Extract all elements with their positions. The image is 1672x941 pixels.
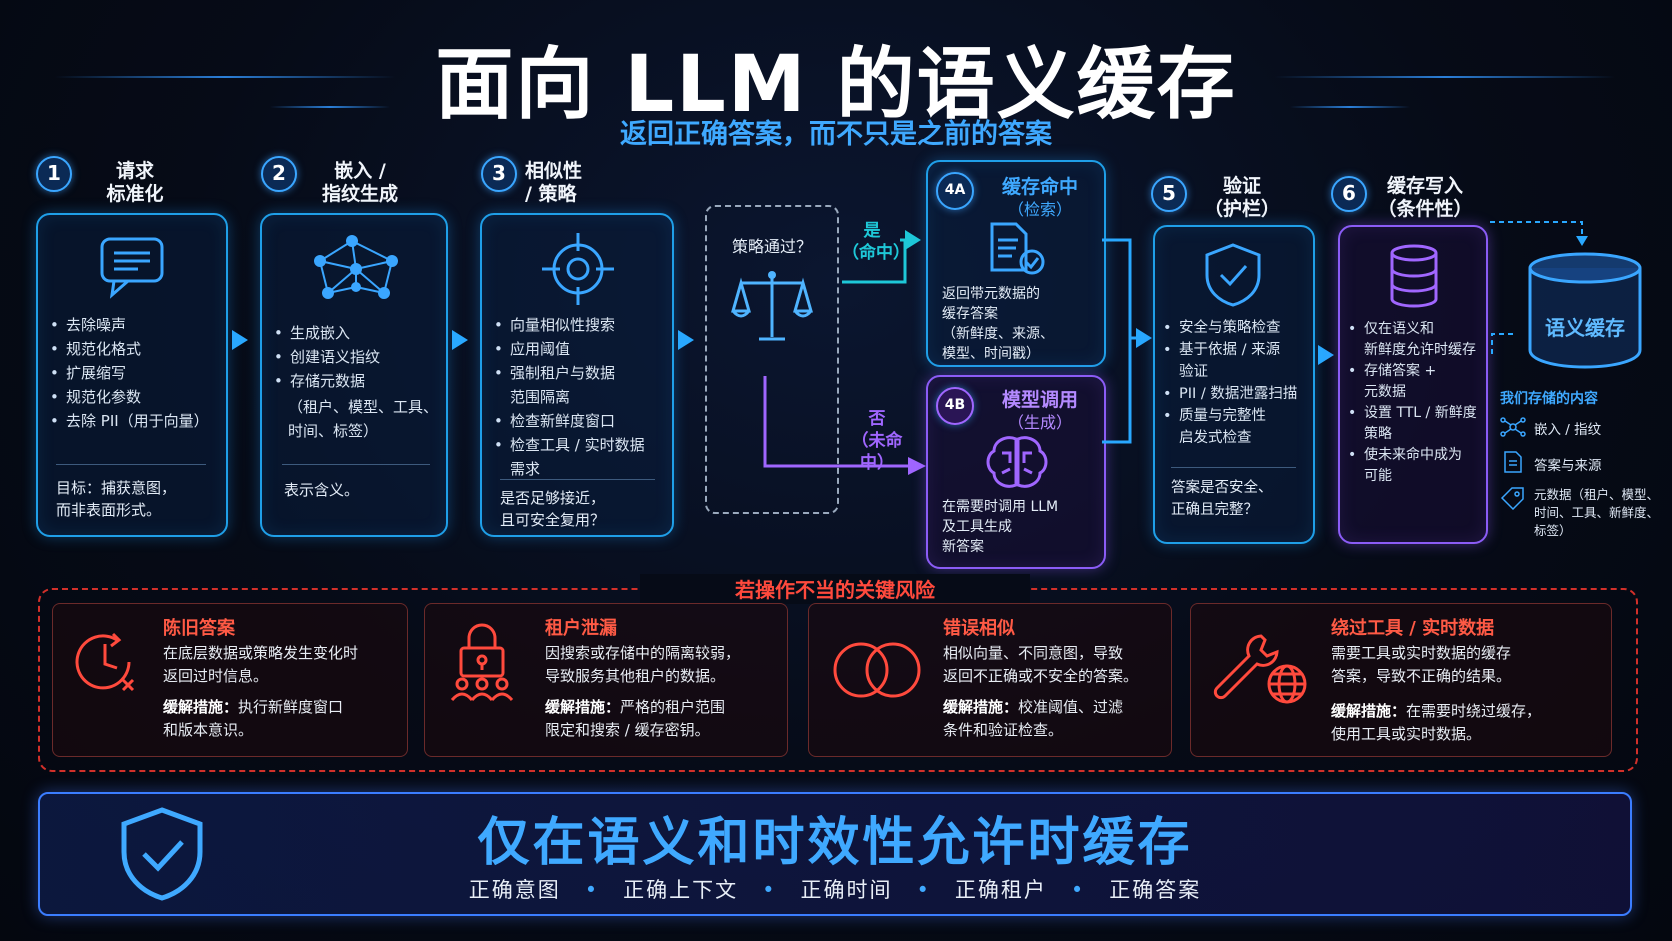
step-5-number: 5 [1151, 176, 1187, 212]
store-item-2: 答案与来源 [1534, 458, 1602, 474]
risk-mitigation: 缓解措施：执行新鲜度窗口和版本意识。 [163, 698, 344, 739]
step-1-label: 请求标准化 [106, 160, 164, 205]
risk-card-similarity: 错误相似 相似向量、不同意图，导致返回不正确或不安全的答案。 缓解措施：校准阈值… [808, 603, 1172, 757]
step-3-note: 是否足够接近，且可安全复用？ [500, 489, 606, 529]
step-2-number: 2 [261, 156, 297, 192]
database-icon [1386, 243, 1442, 309]
deco-line-right [1275, 76, 1615, 78]
step-2-card: 生成嵌入创建语义指纹存储元数据 （租户、模型、工具、时间、标签） 表示含义。 [260, 213, 448, 537]
step-1-note: 目标：捕获意图，而非表面形式。 [56, 479, 177, 519]
step-2-bullets: 生成嵌入创建语义指纹存储元数据 [270, 321, 442, 393]
store-item-3: 元数据（租户、模型、时间、工具、新鲜度、标签） [1534, 487, 1660, 538]
step-3-number: 3 [481, 156, 517, 192]
risk-desc: 在底层数据或策略发生变化时返回过时信息。 [163, 644, 359, 685]
arrow-3-policy [678, 330, 694, 350]
risk-desc: 需要工具或实时数据的缓存答案，导致不正确的结果。 [1331, 644, 1512, 685]
store-items: 嵌入 / 指纹 答案与来源 元数据（租户、模型、时间、工具、新鲜度、标签） [1500, 416, 1670, 546]
bottom-banner: 仅在语义和时效性允许时缓存 正确意图•正确上下文•正确时间•正确租户•正确答案 [38, 792, 1632, 916]
brain-icon [984, 433, 1050, 491]
step-2-label: 嵌入 /指纹生成 [321, 160, 398, 205]
cylinder-icon [1528, 252, 1642, 369]
hit-number: 4A [936, 172, 974, 210]
risk-card-bypass: 绕过工具 / 实时数据 需要工具或实时数据的缓存答案，导致不正确的结果。 缓解措… [1190, 603, 1612, 757]
deco-line-left [55, 76, 395, 78]
hit-subtitle: （检索） [1007, 200, 1072, 219]
risk-desc: 因搜索或存储中的隔离较弱，导致服务其他租户的数据。 [545, 644, 741, 685]
merge-connector [1102, 238, 1152, 444]
verify-note: 答案是否安全、正确且完整？ [1171, 480, 1273, 518]
miss-number: 4B [936, 387, 974, 425]
step-1-number: 1 [36, 156, 72, 192]
risk-name: 陈旧答案 [163, 618, 235, 639]
semantic-cache-store: 语义缓存 [1526, 250, 1644, 370]
store-label: 语义缓存 [1545, 316, 1625, 340]
step-1-card: 去除噪声规范化格式扩展缩写规范化参数去除 PII（用于向量） 目标：捕获意图，而… [36, 213, 228, 537]
yes-arrow-head [905, 230, 921, 250]
lock-users-icon [449, 622, 515, 702]
wrench-globe-icon [1209, 626, 1309, 706]
hit-title: 缓存命中 [1001, 176, 1078, 198]
bottom-main-text: 仅在语义和时效性允许时缓存 [477, 813, 1193, 873]
hit-desc: 返回带元数据的缓存答案（新鲜度、来源、模型、时间戳） [942, 286, 1054, 362]
tag-icon [1500, 486, 1526, 514]
shield-check-icon [1201, 241, 1265, 309]
risks-heading: 若操作不当的关键风险 [735, 578, 935, 602]
risk-mitigation: 缓解措施：校准阈值、过滤条件和验证检查。 [943, 698, 1124, 739]
step-2-note: 表示含义。 [284, 481, 360, 499]
document-check-icon [986, 220, 1046, 276]
deco-line-right-2 [1290, 106, 1410, 108]
store-connectors [1490, 221, 1588, 354]
risk-card-stale: 陈旧答案 在底层数据或策略发生变化时返回过时信息。 缓解措施：执行新鲜度窗口和版… [52, 603, 408, 757]
arrow-2-3 [452, 330, 468, 350]
store-item-1: 嵌入 / 指纹 [1534, 422, 1602, 438]
miss-subtitle: （生成） [1007, 413, 1072, 432]
risk-desc: 相似向量、不同意图，导致返回不正确或不安全的答案。 [943, 644, 1139, 685]
overlap-circles-icon [829, 638, 925, 702]
shield-check-large-icon [118, 806, 206, 902]
arrow-5-6 [1318, 345, 1334, 365]
step-5-label: 验证（护栏） [1203, 175, 1280, 220]
cache-hit-card: 4A 缓存命中 （检索） 返回带元数据的缓存答案（新鲜度、来源、模型、时间戳） [926, 160, 1106, 367]
network-icon [306, 231, 406, 303]
document-small-icon [1502, 450, 1524, 478]
policy-box: 策略通过？ [705, 205, 839, 514]
risk-card-leak: 租户泄漏 因搜索或存储中的隔离较弱，导致服务其他租户的数据。 缓解措施：严格的租… [424, 603, 788, 757]
branch-connectors [763, 238, 926, 475]
risk-name: 租户泄漏 [545, 618, 617, 639]
bottom-items: 正确意图•正确上下文•正确时间•正确租户•正确答案 [468, 878, 1202, 902]
risk-mitigation: 缓解措施：在需要时绕过缓存，使用工具或实时数据。 [1331, 702, 1542, 743]
chat-icon [98, 235, 166, 299]
arrow-1-2 [232, 330, 248, 350]
step-1-bullets: 去除噪声规范化格式扩展缩写规范化参数去除 PII（用于向量） [46, 313, 224, 433]
risk-name: 绕过工具 / 实时数据 [1331, 618, 1495, 639]
step-2-bullet-sub: （租户、模型、工具、时间、标签） [288, 398, 439, 440]
policy-label: 策略通过？ [731, 237, 812, 256]
risk-mitigation: 缓解措施：严格的租户范围限定和搜索 / 缓存密钥。 [545, 698, 726, 739]
step-3-label: 相似性/ 策略 [525, 160, 583, 205]
page-subtitle: 返回正确答案，而不只是之前的答案 [620, 119, 1052, 150]
clock-icon [69, 626, 141, 698]
page-title: 面向 LLM 的语义缓存 [435, 40, 1237, 130]
no-label: 否（未命中） [851, 409, 903, 473]
network-small-icon [1500, 416, 1526, 442]
store-heading: 我们存储的内容 [1500, 391, 1598, 407]
target-icon [538, 229, 618, 309]
risk-name: 错误相似 [943, 618, 1015, 639]
scale-icon [731, 267, 813, 347]
yes-label: 是（命中） [842, 221, 910, 263]
deco-line-left-2 [270, 106, 390, 108]
miss-title: 模型调用 [1001, 389, 1078, 411]
step-6-number: 6 [1331, 176, 1367, 212]
step-6-label: 缓存写入（条件性） [1377, 175, 1473, 220]
